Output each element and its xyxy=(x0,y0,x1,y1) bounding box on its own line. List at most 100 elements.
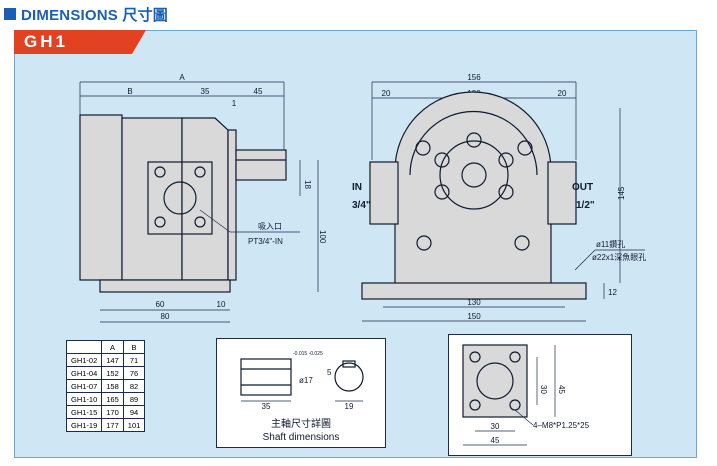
shaft xyxy=(235,149,287,181)
b-cell: 94 xyxy=(122,405,146,419)
bolt-hole xyxy=(498,152,514,168)
flange-bolt-hole xyxy=(469,351,481,363)
mount-plate xyxy=(227,129,237,281)
flange-drawing: 30 45 30 45 4–M8*P1.25*25 xyxy=(462,344,590,446)
out-size: 1/2" xyxy=(576,200,595,211)
flange-dim-30-h: 30 xyxy=(491,422,500,431)
key-slot xyxy=(342,360,356,368)
shaft-dim-17: ø17 xyxy=(299,376,313,385)
dim-130: 130 xyxy=(467,298,481,307)
dim-145: 145 xyxy=(617,186,626,200)
base-foot xyxy=(99,279,231,293)
shaft-title-cn: 主軸尺寸詳圖 xyxy=(271,417,331,430)
a-cell: 177 xyxy=(101,418,124,432)
bolt-hole xyxy=(194,216,206,228)
bolt-hole xyxy=(434,152,450,168)
in-flange xyxy=(369,161,399,225)
front-base xyxy=(361,282,587,300)
model-cell: GH1-19 xyxy=(65,418,103,432)
bolt-hole xyxy=(154,216,166,228)
shaft-tolerance: -0.015 -0.025 xyxy=(293,351,323,357)
leader-line xyxy=(574,249,596,271)
flange-dim-30-v: 30 xyxy=(539,385,548,394)
dim-60: 60 xyxy=(156,300,165,309)
dim-10: 10 xyxy=(217,300,226,309)
shaft-drawing: 35 19 5 ø17 -0.015 -0.025 主軸尺寸詳圖 Shaft d… xyxy=(240,351,364,443)
front-cover xyxy=(181,117,229,281)
a-cell: 170 xyxy=(101,405,124,419)
rear-cover xyxy=(79,114,123,281)
a-cell: 158 xyxy=(101,379,124,393)
flange-detail-box: 30 45 30 45 4–M8*P1.25*25 xyxy=(448,334,632,456)
dim-1: 1 xyxy=(232,99,237,108)
table-header: B xyxy=(122,340,146,354)
page-title: DIMENSIONS 尺寸圖 xyxy=(21,6,168,24)
b-cell: 82 xyxy=(122,379,146,393)
dim-b: B xyxy=(127,87,132,96)
shaft-bore xyxy=(461,162,487,188)
table-header: A xyxy=(101,340,124,354)
bolt-hole xyxy=(434,184,450,200)
dim-20-left: 20 xyxy=(382,89,391,98)
front-view: 156 20 100 20 IN 3/4" OUT 1/2" 145 12 xyxy=(352,73,646,322)
bolt-hole xyxy=(466,132,482,148)
flange-dim-45-h: 45 xyxy=(491,436,500,445)
dim-20-right: 20 xyxy=(558,89,567,98)
dim-156: 156 xyxy=(467,73,481,82)
a-cell: 152 xyxy=(101,366,124,380)
a-cell: 165 xyxy=(101,392,124,406)
shaft-dim-5: 5 xyxy=(327,368,332,377)
center-boss xyxy=(439,140,509,210)
dim-35: 35 xyxy=(201,87,210,96)
shaft-detail-box: 35 19 5 ø17 -0.015 -0.025 主軸尺寸詳圖 Shaft d… xyxy=(216,338,386,448)
suction-port: PT3/4"-IN xyxy=(248,237,283,246)
table-header xyxy=(65,340,103,354)
dim-18: 18 xyxy=(303,180,312,189)
bolt-hole xyxy=(498,184,514,200)
table-header-row: A B xyxy=(65,340,146,354)
flange-plate xyxy=(462,344,528,418)
port-circle xyxy=(163,181,197,215)
flange-bolt-hole xyxy=(509,351,521,363)
side-view: A B 35 45 1 18 100 60 10 80 吸入口 PT3/4"-I… xyxy=(79,73,327,323)
in-label: IN xyxy=(352,182,362,193)
port-flange xyxy=(147,161,213,235)
dim-100: 100 xyxy=(318,230,327,244)
b-cell: 89 xyxy=(122,392,146,406)
in-size: 3/4" xyxy=(352,200,371,211)
flange-dim-45-v: 45 xyxy=(557,385,566,394)
out-flange xyxy=(547,161,577,225)
model-cell: GH1-04 xyxy=(65,366,103,380)
flange-bolt-hole xyxy=(469,399,481,411)
bolt-hole xyxy=(514,235,530,251)
b-cell: 101 xyxy=(122,418,146,432)
hole-note: ø11鑽孔 xyxy=(596,239,625,249)
dim-45: 45 xyxy=(254,87,263,96)
front-housing xyxy=(394,91,552,286)
dim-12: 12 xyxy=(608,288,617,297)
pump-body xyxy=(121,117,183,281)
flange-port xyxy=(476,362,514,400)
leader-line xyxy=(199,209,231,233)
shaft-dim-19: 19 xyxy=(345,402,354,411)
shaft-title-en: Shaft dimensions xyxy=(263,432,340,443)
leader-line xyxy=(514,409,534,426)
model-tab: GH1 xyxy=(14,30,146,54)
thread-note: 4–M8*P1.25*25 xyxy=(533,421,590,430)
suction-label: 吸入口 xyxy=(258,222,282,231)
out-label: OUT xyxy=(572,182,593,193)
bolt-hole xyxy=(194,166,206,178)
shaft-body xyxy=(240,358,292,396)
bolt-hole xyxy=(517,140,533,156)
shaft-dim-35: 35 xyxy=(262,402,271,411)
dim-a: A xyxy=(179,73,185,82)
shaft-section xyxy=(334,362,364,392)
model-cell: GH1-02 xyxy=(65,353,103,367)
